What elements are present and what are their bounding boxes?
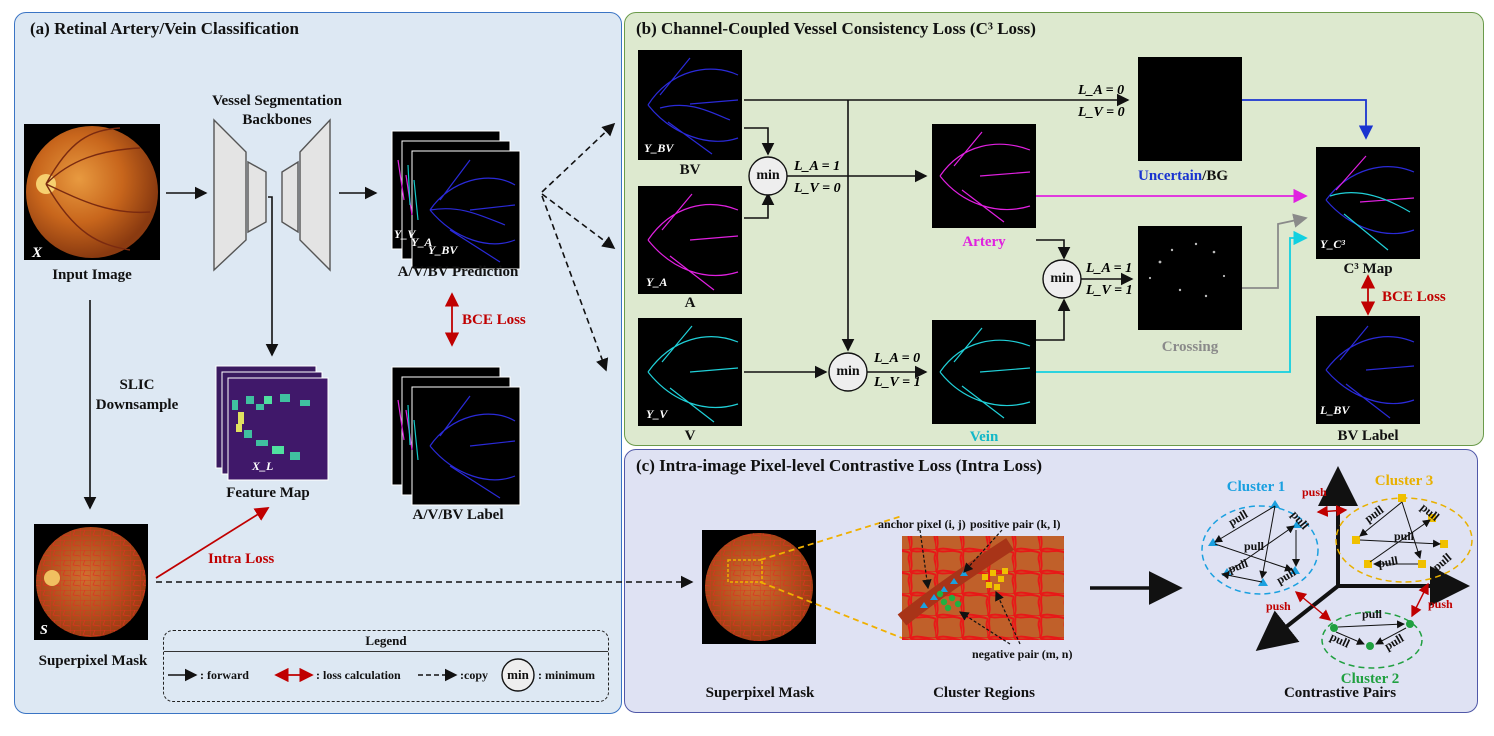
push-1-2: push [1266,599,1291,613]
lv0-top: L_V = 0 [1078,105,1125,120]
c3-map-label: C³ Map [1343,261,1393,277]
feature-map-label: Feature Map [226,485,310,501]
panel-c-title: (c) Intra-image Pixel-level Contrastive … [636,456,1043,475]
la1-mid: L_A = 1 [794,159,841,174]
min-node-2: min [836,364,860,379]
contrastive-pairs-label: Contrastive Pairs [1283,685,1397,701]
legend-copy: :copy [460,668,488,682]
pull-c1-c: pull [1244,539,1265,553]
bv-input-label: BV [679,162,701,178]
anchor-pixel-label: anchor pixel (i, j) [878,517,966,531]
avbv-label: A/V/BV Label [412,507,504,523]
legend-box [163,630,609,702]
intra-loss-label: Intra Loss [208,551,275,567]
push-1-3: push [1302,485,1327,499]
bce-loss-b: BCE Loss [1382,289,1446,305]
cluster-1-label: Cluster 1 [1226,479,1286,495]
pull-c3-d: pull [1376,553,1400,571]
c3-symbol: Y_C³ [1320,237,1345,251]
input-symbol: X [32,245,43,261]
la0-top: L_A = 0 [1078,83,1125,98]
bv-label-symbol: L_BV [1320,403,1350,417]
bv-symbol: Y_BV [644,141,674,155]
la1-cross: L_A = 1 [1086,261,1133,276]
cluster-2-label: Cluster 2 [1340,671,1400,687]
superpixel-mask-label-a: Superpixel Mask [38,653,148,669]
bv-label-caption: BV Label [1337,428,1399,444]
lv1-bottom: L_V = 1 [874,375,921,390]
slic-label-2: Downsample [95,397,179,413]
superpixel-symbol: S [40,623,48,638]
crossing-label: Crossing [1161,339,1219,355]
panel-a-title: (a) Retinal Artery/Vein Classification [30,19,299,38]
v-symbol: Y_V [646,407,668,421]
vein-label: Vein [969,429,999,445]
min-node-1: min [756,168,780,183]
cluster-3-label: Cluster 3 [1374,473,1434,489]
legend-minimum: : minimum [538,668,595,682]
pull-c3-c: pull [1394,529,1415,543]
uncertain-bg-label: Uncertain/BG [1138,168,1228,184]
backbone-label-1: Vessel Segmentation [212,93,342,109]
input-image-label: Input Image [52,267,132,283]
v-input-label: V [684,428,696,444]
la0-bottom: L_A = 0 [874,351,921,366]
legend-divider [164,651,608,652]
a-symbol: Y_A [646,275,668,289]
lv0-mid: L_V = 0 [794,181,841,196]
feature-symbol: X_L [252,459,274,473]
cluster-regions-label: Cluster Regions [933,685,1035,701]
min-node-3: min [1050,271,1074,286]
pred-symbol-a: Y_A [411,235,433,249]
a-input-label: A [684,295,696,311]
pull-c2-a: pull [1362,607,1383,621]
legend-min-symbol: min [507,667,529,682]
positive-pair-label: positive pair (k, l) [970,517,1061,531]
slic-label-1: SLIC [119,377,155,393]
lv1-cross: L_V = 1 [1086,283,1133,298]
bce-loss-a: BCE Loss [462,312,526,328]
superpixel-mask-label-c: Superpixel Mask [705,685,815,701]
pred-symbol-bv: Y_BV [428,243,458,257]
legend-forward: : forward [200,668,249,682]
negative-pair-label: negative pair (m, n) [972,647,1073,661]
backbone-label-2: Backbones [242,112,312,128]
panel-b-title: (b) Channel-Coupled Vessel Consistency L… [636,19,1036,38]
pred-symbol-v: Y_V [394,227,416,241]
legend-title: Legend [365,633,407,648]
push-3-2: push [1428,597,1453,611]
legend-loss-calc: : loss calculation [316,668,401,682]
prediction-label: A/V/BV Prediction [397,264,519,280]
artery-label: Artery [962,234,1006,250]
